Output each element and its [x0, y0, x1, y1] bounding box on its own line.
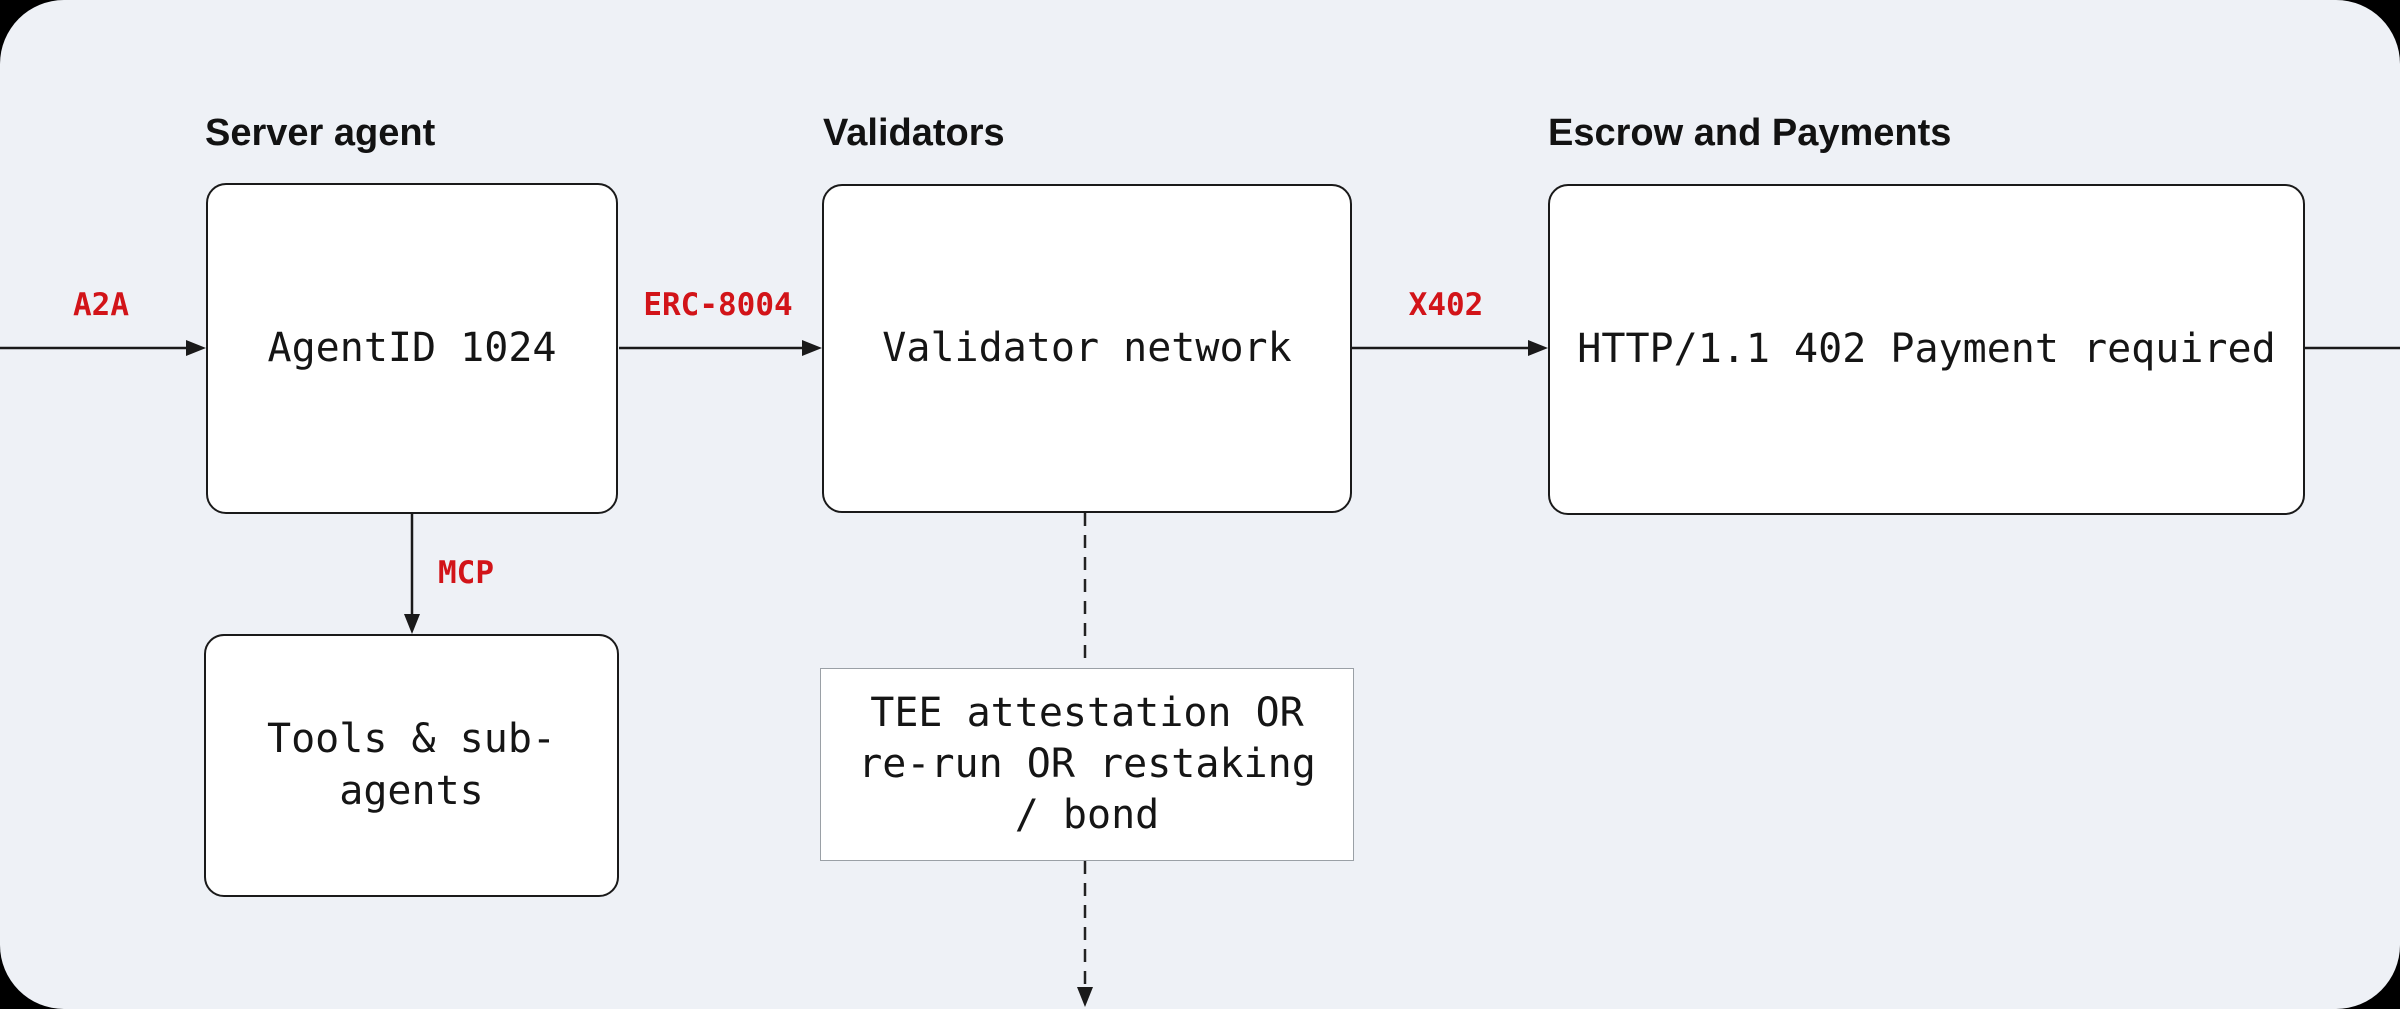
a2a-arrowhead-icon — [186, 340, 206, 356]
node-tee-attestation: TEE attestation OR re-run OR restaking /… — [820, 668, 1354, 861]
node-validator-network-label: Validator network — [882, 324, 1292, 371]
node-validator-network: Validator network — [822, 184, 1352, 513]
node-tools-subagents: Tools & sub- agents — [204, 634, 619, 897]
heading-escrow-and-payments: Escrow and Payments — [1548, 112, 1952, 154]
heading-server-agent: Server agent — [205, 112, 436, 154]
node-payment-required-label: HTTP/1.1 402 Payment required — [1577, 325, 2276, 372]
edge-label-erc8004: ERC-8004 — [643, 287, 793, 323]
node-tee-attestation-label: TEE attestation OR re-run OR restaking /… — [858, 689, 1316, 839]
node-payment-required: HTTP/1.1 402 Payment required — [1548, 184, 2305, 515]
node-tools-subagents-label: Tools & sub- agents — [267, 716, 556, 814]
erc8004-arrowhead-icon — [802, 340, 822, 356]
node-agent-id: AgentID 1024 — [206, 183, 618, 514]
mcp-arrowhead-icon — [404, 614, 420, 634]
heading-validators: Validators — [823, 112, 1005, 154]
x402-arrowhead-icon — [1528, 340, 1548, 356]
node-agent-id-label: AgentID 1024 — [267, 324, 557, 371]
edge-label-a2a: A2A — [73, 287, 129, 323]
attestation-arrowhead-icon — [1077, 987, 1093, 1007]
edge-label-mcp: MCP — [438, 555, 494, 591]
edge-label-x402: X402 — [1408, 287, 1484, 323]
